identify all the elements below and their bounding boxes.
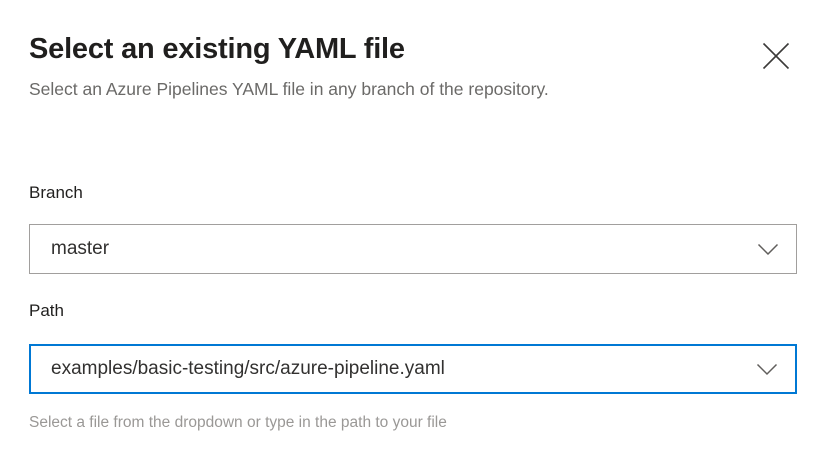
branch-chevron-down-icon[interactable] — [740, 225, 796, 273]
path-field-label: Path — [29, 301, 64, 320]
branch-input[interactable]: master — [51, 238, 110, 259]
branch-field-label: Branch — [29, 183, 83, 202]
page-title: Select an existing YAML file — [29, 33, 405, 65]
close-button[interactable] — [757, 37, 795, 75]
path-dropdown[interactable]: examples/basic-testing/src/azure-pipelin… — [29, 344, 797, 394]
dialog-header: Select an existing YAML file Select an A… — [29, 30, 749, 105]
branch-dropdown[interactable]: master — [29, 224, 797, 274]
dialog-subtitle: Select an Azure Pipelines YAML file in a… — [29, 79, 549, 99]
close-icon — [762, 42, 790, 70]
path-input[interactable]: examples/basic-testing/src/azure-pipelin… — [51, 358, 445, 379]
path-helper-text: Select a file from the dropdown or type … — [29, 414, 447, 431]
path-chevron-down-icon[interactable] — [739, 345, 795, 393]
